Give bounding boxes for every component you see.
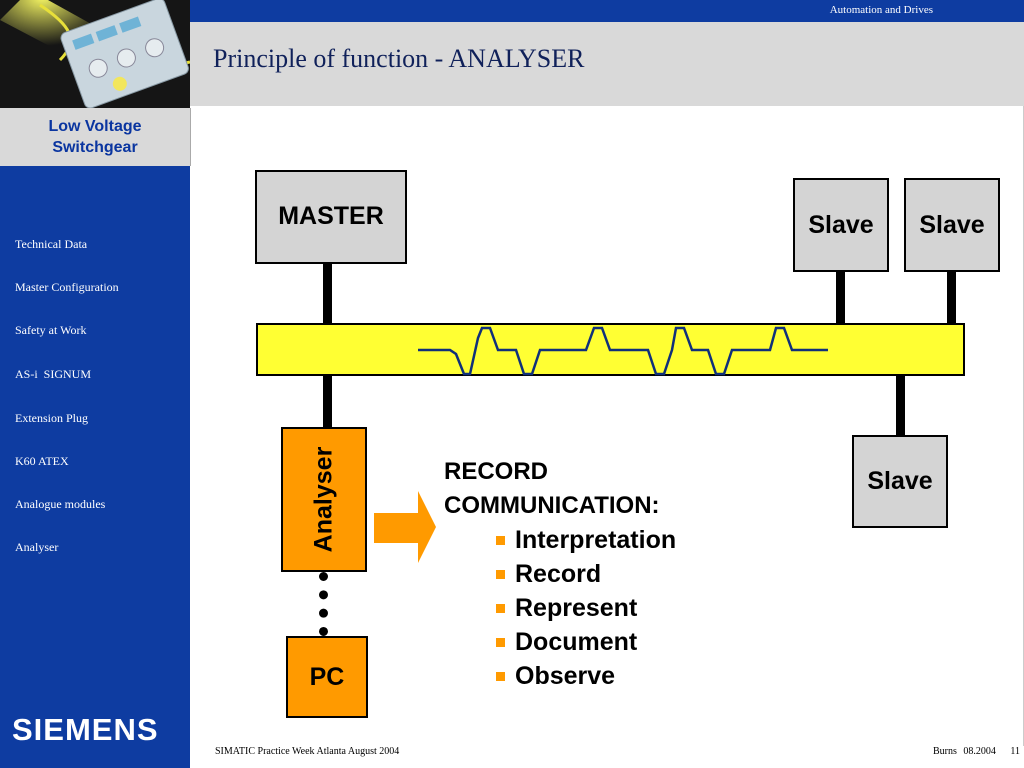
list-item: Record <box>496 557 676 591</box>
nav-label: Master Configuration <box>15 280 119 294</box>
slave-box-1: Slave <box>793 178 889 272</box>
nav-label: AS-i SIGNUM <box>15 367 92 381</box>
slave-2-bus-connector <box>947 272 956 324</box>
page-number: 11 <box>1010 746 1020 757</box>
nav-item-safety-at-work[interactable]: Safety at Work <box>0 322 190 338</box>
product-photo <box>0 0 190 108</box>
nav-item-analogue-modules[interactable]: Analogue modules <box>0 496 190 512</box>
footer-date: 08.2004 <box>963 746 996 757</box>
footer-meta: Burns 08.2004 11 <box>880 746 1020 757</box>
footer-author: Burns <box>932 746 957 757</box>
list-item-label: Observe <box>515 662 616 690</box>
list-item-label: Interpretation <box>515 526 677 554</box>
analyser-label: Analyser <box>309 446 338 553</box>
category-label: Low Voltage Switchgear <box>0 108 191 166</box>
nav-label: Safety at Work <box>15 323 87 337</box>
siemens-logo: SIEMENS <box>12 712 159 747</box>
list-item-label: Document <box>515 628 638 656</box>
analyser-box: Analyser <box>281 427 367 572</box>
nav-item-analyser[interactable]: Analyser <box>0 539 190 555</box>
analyser-bus-connector <box>323 375 332 428</box>
arrow-right-icon <box>374 491 436 563</box>
slave-box-3: Slave <box>852 435 948 528</box>
nav-label: Extension Plug <box>15 411 89 425</box>
slave-label: Slave <box>867 467 933 495</box>
bus-signal-waveform <box>418 326 828 376</box>
page-title: Principle of function - ANALYSER <box>213 44 585 73</box>
pc-label: PC <box>309 662 345 691</box>
list-item-label: Represent <box>515 594 638 622</box>
list-item: Observe <box>496 659 676 693</box>
nav-label: Analogue modules <box>15 497 106 511</box>
slave-box-2: Slave <box>904 178 1000 272</box>
slave-3-bus-connector <box>896 375 905 436</box>
nav-item-k60-atex[interactable]: K60 ATEX <box>0 453 190 469</box>
master-label: MASTER <box>278 202 384 230</box>
list-item-label: Record <box>515 560 602 588</box>
record-communication-list: RECORD COMMUNICATION: Interpretation Rec… <box>444 455 676 693</box>
square-bullet-icon <box>496 603 505 613</box>
nav-item-extension-plug[interactable]: Extension Plug <box>0 410 190 426</box>
footer-event: SIMATIC Practice Week Atlanta August 200… <box>215 746 400 757</box>
square-bullet-icon <box>496 569 505 579</box>
square-bullet-icon <box>496 637 505 647</box>
slave-label: Slave <box>808 210 874 239</box>
nav-label: K60 ATEX <box>15 454 69 468</box>
category-text: Low Voltage Switchgear <box>48 118 142 156</box>
record-items: Interpretation Record Represent Document… <box>496 523 676 693</box>
master-box: MASTER <box>255 170 407 264</box>
record-heading-line-1: RECORD <box>444 458 549 485</box>
slave-label: Slave <box>919 210 985 239</box>
record-heading-line-2: COMMUNICATION: <box>444 492 660 519</box>
square-bullet-icon <box>496 535 505 545</box>
title-bar <box>190 22 1024 106</box>
division-label: Automation and Drives <box>829 4 933 16</box>
list-item: Interpretation <box>496 523 676 557</box>
top-bar <box>190 0 1024 22</box>
list-item: Document <box>496 625 676 659</box>
square-bullet-icon <box>496 671 505 681</box>
nav-item-asi-signum[interactable]: AS-i SIGNUM <box>0 366 190 382</box>
list-item: Represent <box>496 591 676 625</box>
nav-item-technical-data[interactable]: Technical Data <box>0 236 190 252</box>
slave-1-bus-connector <box>836 272 845 324</box>
nav-item-master-configuration[interactable]: Master Configuration <box>0 279 190 295</box>
product-photo-illustration <box>0 0 190 108</box>
analyser-pc-link <box>319 572 328 636</box>
master-bus-connector <box>323 264 332 324</box>
nav-label: Technical Data <box>15 237 88 251</box>
nav-label: Analyser <box>15 540 59 554</box>
pc-box: PC <box>286 636 368 718</box>
